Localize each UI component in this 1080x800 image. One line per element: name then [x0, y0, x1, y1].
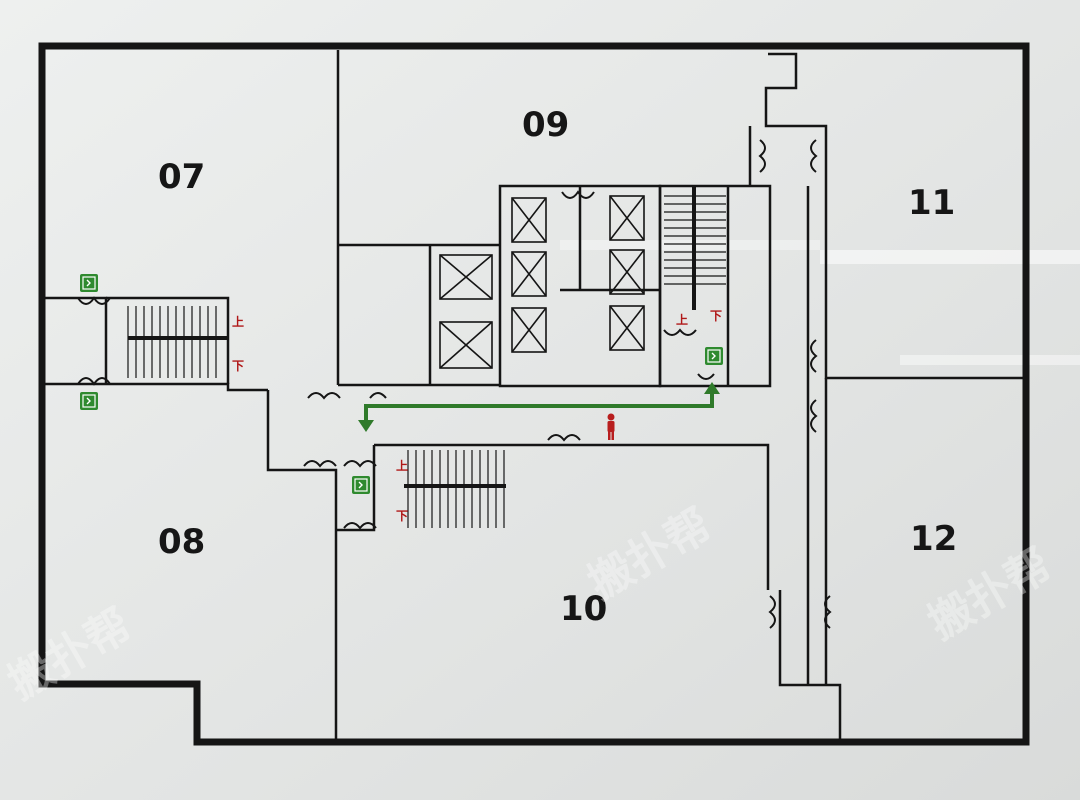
exit-sign-icon: [80, 392, 98, 410]
exit-sign-icon: [705, 347, 723, 365]
room-label-10: 10: [560, 589, 607, 629]
stair-down-mark: 下: [232, 359, 244, 373]
glare: [560, 240, 820, 250]
room-label-08: 08: [158, 522, 205, 562]
elevators: [439, 195, 645, 369]
stair-down-mark: 下: [396, 509, 408, 523]
stair-up-mark: 上: [232, 314, 244, 329]
exit-signs: [80, 274, 723, 494]
room-label-11: 11: [908, 183, 955, 223]
stair-up-mark: 上: [396, 458, 408, 473]
exit-sign-icon: [80, 274, 98, 292]
room-label-09: 09: [522, 105, 569, 145]
glare: [900, 355, 1080, 365]
you-are-here-icon: [607, 413, 615, 440]
evacuation-route: [358, 382, 720, 432]
glare: [820, 250, 1080, 264]
exit-sign-icon: [352, 476, 370, 494]
route-arrow-up: [704, 382, 720, 394]
room-label-12: 12: [910, 519, 957, 559]
stair-down-mark: 下: [710, 309, 722, 323]
interior-walls: [44, 50, 1024, 740]
doors: [77, 139, 832, 629]
route-arrow-down: [358, 420, 374, 432]
room-label-07: 07: [158, 157, 205, 197]
stair-up-mark: 上: [676, 312, 688, 327]
building-outline: [38, 42, 1030, 746]
stairs: [127, 186, 726, 528]
